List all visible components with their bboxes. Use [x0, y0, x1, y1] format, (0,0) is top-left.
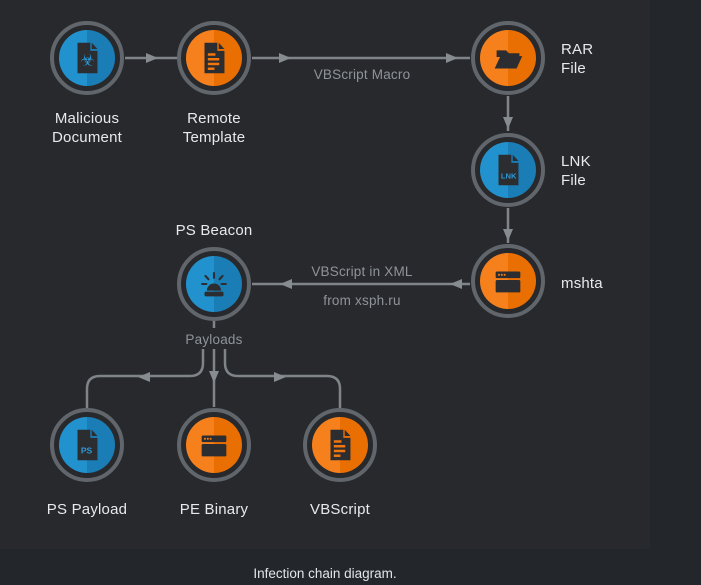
- edge-label-from-xsph: from xsph.ru: [323, 293, 401, 308]
- node-ring: [303, 408, 377, 482]
- edge-payloads-to-vbscript: [223, 349, 342, 408]
- edge-label-vbscript-in-xml: VBScript in XML: [311, 264, 413, 279]
- lnk-file-label: LNK File: [561, 153, 591, 189]
- arrowhead-right-icon: [274, 372, 286, 382]
- arrowhead-left-icon: [280, 279, 292, 289]
- beacon-icon: [186, 256, 242, 312]
- vbscript-label: VBScript: [310, 501, 370, 518]
- arrowhead-right-icon: [279, 53, 291, 63]
- ps-document-icon: PS: [59, 417, 115, 473]
- svg-text:PS: PS: [81, 446, 93, 456]
- malicious-document-label: Malicious Document: [52, 110, 122, 146]
- app-window-icon: [186, 417, 242, 473]
- mshta-label: mshta: [561, 275, 603, 292]
- svg-text:LNK: LNK: [501, 172, 517, 181]
- node-malicious-document: ☣: [50, 21, 124, 95]
- arrowhead-right-icon: [446, 53, 458, 63]
- ps-beacon-label: PS Beacon: [175, 222, 253, 239]
- node-ring: [177, 408, 251, 482]
- node-mshta: [471, 244, 545, 318]
- app-window-icon: [480, 253, 536, 309]
- edge-label-vbscript-macro: VBScript Macro: [313, 67, 411, 82]
- open-folder-icon: [480, 30, 536, 86]
- arrowhead-left-icon: [450, 279, 462, 289]
- lnk-document-icon: LNK: [480, 142, 536, 198]
- node-vbscript: [303, 408, 377, 482]
- arrowheads: [138, 53, 513, 383]
- node-ring: [471, 244, 545, 318]
- node-lnk-file: LNK: [471, 133, 545, 207]
- node-ps-payload: PS: [50, 408, 124, 482]
- document-text-icon: [186, 30, 242, 86]
- node-ring: [177, 247, 251, 321]
- node-ring: ☣: [50, 21, 124, 95]
- node-ring: PS: [50, 408, 124, 482]
- diagram-caption: Infection chain diagram.: [253, 566, 397, 581]
- document-text-icon: [312, 417, 368, 473]
- connector-lines: [85, 53, 513, 408]
- edge-label-payloads: Payloads: [185, 332, 243, 347]
- node-rar-file: [471, 21, 545, 95]
- biohazard-document-icon: ☣: [59, 30, 115, 86]
- svg-text:☣: ☣: [80, 51, 95, 70]
- node-ring: LNK: [471, 133, 545, 207]
- pe-binary-label: PE Binary: [179, 501, 249, 518]
- arrowhead-left-icon: [138, 372, 150, 382]
- node-pe-binary: [177, 408, 251, 482]
- rar-file-label: RAR File: [561, 41, 594, 77]
- remote-template-label: Remote Template: [182, 110, 246, 146]
- node-ring: [471, 21, 545, 95]
- node-ring: [177, 21, 251, 95]
- arrowhead-down-icon: [503, 117, 513, 129]
- arrowhead-right-icon: [146, 53, 158, 63]
- ps-payload-label: PS Payload: [46, 501, 128, 518]
- node-remote-template: [177, 21, 251, 95]
- arrowhead-down-icon: [209, 371, 219, 383]
- node-ps-beacon: [177, 247, 251, 321]
- arrowhead-down-icon: [503, 229, 513, 241]
